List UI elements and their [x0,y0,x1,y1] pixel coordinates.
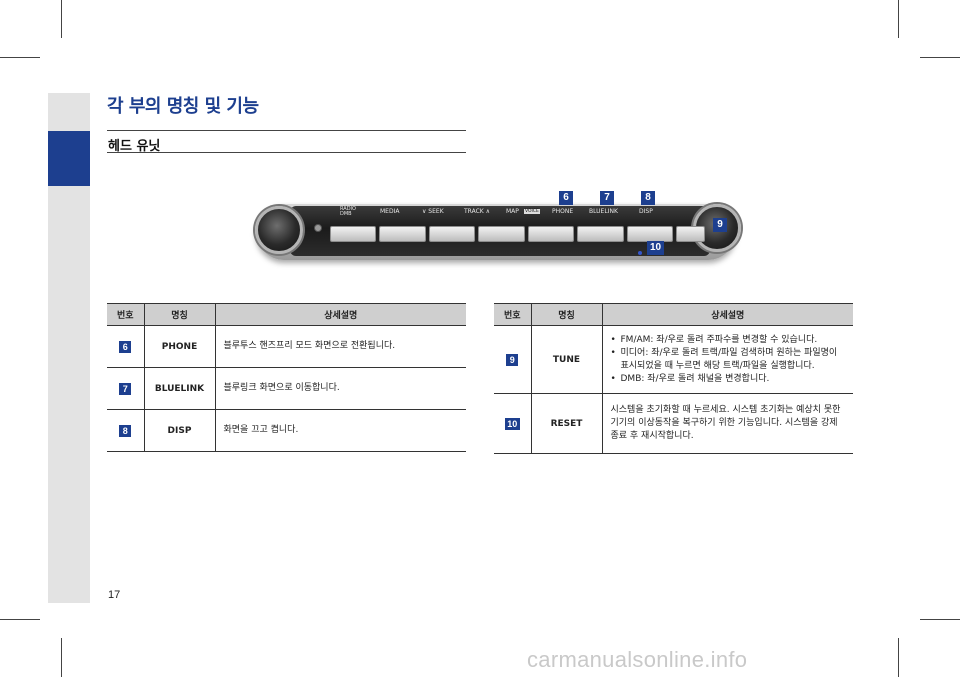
label-disp: DISP [639,208,653,215]
label-radio-dmb: RADIO DMB [340,206,356,217]
table-left: 번호 명칭 상세설명 6 PHONE 블루투스 핸즈프리 모드 화면으로 전환됩… [107,303,466,452]
table-row: 8 DISP 화면을 끄고 켭니다. [107,409,466,452]
callout-6: 6 [559,191,573,205]
row-number: 7 [107,367,144,410]
row-description: FM/AM: 좌/우로 돌려 주파수를 변경할 수 있습니다. 미디어: 좌/우… [601,325,853,394]
row-description: 블루투스 핸즈프리 모드 화면으로 전환됩니다. [214,325,466,368]
row-name: BLUELINK [143,367,215,410]
row-number: 6 [107,325,144,368]
row-name: RESET [530,393,602,454]
hk-button [577,226,624,242]
hk-button [330,226,377,242]
hk-button [428,226,476,242]
row-description: 화면을 끄고 켭니다. [214,409,466,452]
head-unit-labels: RADIO DMB MEDIA ∨ SEEK TRACK ∧ MAP VOICE… [338,206,708,222]
label-phone: PHONE [552,208,574,215]
table-row: 6 PHONE 블루투스 핸즈프리 모드 화면으로 전환됩니다. [107,325,466,368]
table-header-row: 번호 명칭 상세설명 [494,303,853,326]
label-bluelink: BLUELINK [589,208,618,215]
callout-8: 8 [641,191,655,205]
hk-button [527,226,575,242]
number-badge: 8 [119,424,132,437]
reset-hole [638,251,642,255]
crop-mark [61,0,62,38]
header-number: 번호 [107,303,144,326]
power-knob [255,206,303,254]
section-rule-bottom [107,152,466,153]
crop-mark [0,57,40,58]
number-badge: 6 [119,340,132,353]
hk-button [676,226,705,242]
row-name: PHONE [143,325,215,368]
number-badge: 9 [506,353,519,366]
page-title: 각 부의 명칭 및 기능 [107,96,259,117]
section-rule-top [107,130,466,131]
header-name: 명칭 [143,303,215,326]
header-description: 상세설명 [214,303,466,326]
hk-button [478,226,525,242]
crop-mark [61,638,62,677]
hk-button [626,226,674,242]
table-row: 7 BLUELINK 블루링크 화면으로 이동합니다. [107,367,466,410]
tune-bullet-list: FM/AM: 좌/우로 돌려 주파수를 변경할 수 있습니다. 미디어: 좌/우… [611,334,846,386]
section-title: 헤드 유닛 [108,139,161,154]
chapter-tab [48,131,90,186]
crop-mark [920,619,960,620]
watermark: carmanualsonline.info [527,647,748,672]
label-seek: ∨ SEEK [422,208,444,215]
number-badge: 7 [119,382,132,395]
row-name: TUNE [530,325,602,394]
crop-mark [898,0,899,38]
header-name: 명칭 [530,303,602,326]
head-unit-buttons [330,226,705,242]
crop-mark [920,57,960,58]
row-description: 블루링크 화면으로 이동합니다. [214,367,466,410]
label-voice: VOICE [524,209,540,214]
callout-9: 9 [713,218,727,232]
table-right: 번호 명칭 상세설명 9 TUNE FM/AM: 좌/우로 돌려 주파수를 변경… [494,303,853,454]
row-number: 9 [494,325,531,394]
bullet-item: FM/AM: 좌/우로 돌려 주파수를 변경할 수 있습니다. [611,334,846,347]
header-number: 번호 [494,303,531,326]
header-description: 상세설명 [601,303,853,326]
callout-7: 7 [600,191,614,205]
callout-10: 10 [647,241,664,255]
table-row: 10 RESET 시스템을 초기화할 때 누르세요. 시스템 초기화는 예상치 … [494,393,853,454]
row-number: 8 [107,409,144,452]
label-track: TRACK ∧ [464,208,491,215]
number-badge: 10 [504,417,520,430]
hk-button [379,226,426,242]
label-media: MEDIA [380,208,400,215]
bullet-item: DMB: 좌/우로 돌려 채널을 변경합니다. [611,373,846,386]
row-number: 10 [494,393,531,454]
bullet-item: 미디어: 좌/우로 돌려 트랙/파일 검색하며 원하는 파일명이 표시되었을 때… [611,347,846,373]
page-number: 17 [108,589,121,601]
crop-mark [0,619,40,620]
label-map: MAP [506,208,519,215]
table-row: 9 TUNE FM/AM: 좌/우로 돌려 주파수를 변경할 수 있습니다. 미… [494,325,853,394]
head-unit-illustration: RADIO DMB MEDIA ∨ SEEK TRACK ∧ MAP VOICE… [250,196,741,264]
table-header-row: 번호 명칭 상세설명 [107,303,466,326]
row-description: 시스템을 초기화할 때 누르세요. 시스템 초기화는 예상치 못한 기기의 이상… [601,393,853,454]
eject-dot [314,224,322,232]
row-name: DISP [143,409,215,452]
crop-mark [898,638,899,677]
